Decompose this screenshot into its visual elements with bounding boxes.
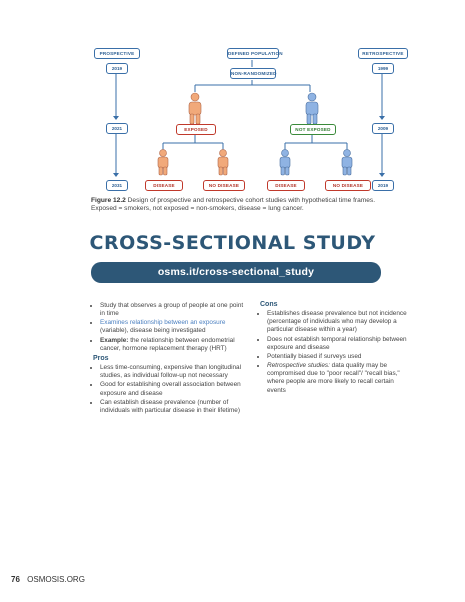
exposed-no-disease-person-icon (217, 149, 229, 176)
left-column: Study that observes a group of people at… (93, 302, 245, 416)
not-exposed-label: NOT EXPOSED (290, 124, 336, 135)
year-left-bot: 2031 (106, 180, 128, 191)
diagram-connectors (113, 60, 385, 177)
list-item: Can establish disease prevalence (number… (100, 399, 245, 415)
list-item: Examines relationship between an exposur… (100, 319, 245, 335)
not-exposed-person-icon (305, 92, 319, 125)
page-footer: 76 OSMOSIS.ORG (11, 575, 85, 584)
exposed-disease-person-icon (157, 149, 169, 176)
disease-label-exposed: DISEASE (145, 180, 183, 191)
list-item: Establishes disease prevalence but not i… (267, 310, 410, 334)
year-left-mid: 2021 (106, 123, 128, 134)
figure-label: Figure 12.2 (91, 197, 126, 204)
retrospective-label: RETROSPECTIVE (358, 48, 408, 59)
no-disease-label-exposed: NO DISEASE (203, 180, 245, 191)
no-disease-label-not-exposed: NO DISEASE (325, 180, 371, 191)
list-item: Good for establishing overall associatio… (100, 381, 245, 397)
exposed-person-icon (188, 92, 202, 125)
list-item: Example: the relationship between endome… (100, 337, 245, 353)
defined-population-label: DEFINED POPULATION (227, 48, 283, 59)
list-item: Potentially biased if surveys used (267, 353, 410, 361)
non-randomized-label: NON-RANDOMIZED (230, 68, 276, 79)
exposed-label: EXPOSED (176, 124, 216, 135)
disease-label-not-exposed: DISEASE (267, 180, 305, 191)
year-right-mid: 2009 (372, 123, 394, 134)
prospective-label: PROSPECTIVE (94, 48, 140, 59)
section-title: CROSS-SECTIONAL STUDY (89, 232, 376, 254)
year-right-top: 1999 (372, 63, 394, 74)
pros-heading: Pros (93, 354, 109, 362)
footer-brand: OSMOSIS.ORG (27, 575, 85, 584)
year-right-bot: 2019 (372, 180, 394, 191)
figure-caption-text: Design of prospective and retrospective … (91, 197, 376, 213)
year-left-top: 2019 (106, 63, 128, 74)
not-exposed-no-disease-person-icon (341, 149, 353, 176)
page-number: 76 (11, 575, 20, 584)
list-item: Retrospective studies: data quality may … (267, 362, 410, 394)
list-item: Does not establish temporal relationship… (267, 336, 410, 352)
cons-heading: Cons (260, 301, 278, 308)
right-column: Cons Establishes disease prevalence but … (260, 301, 410, 396)
osmosis-link-banner[interactable]: osms.it/cross-sectional_study (91, 262, 381, 283)
list-item: Study that observes a group of people at… (100, 302, 245, 318)
cohort-diagram: PROSPECTIVE DEFINED POPULATION RETROSPEC… (85, 40, 408, 192)
figure-caption: Figure 12.2 Design of prospective and re… (91, 197, 391, 214)
not-exposed-disease-person-icon (279, 149, 291, 176)
list-item: Less time-consuming, expensive than long… (100, 364, 245, 380)
